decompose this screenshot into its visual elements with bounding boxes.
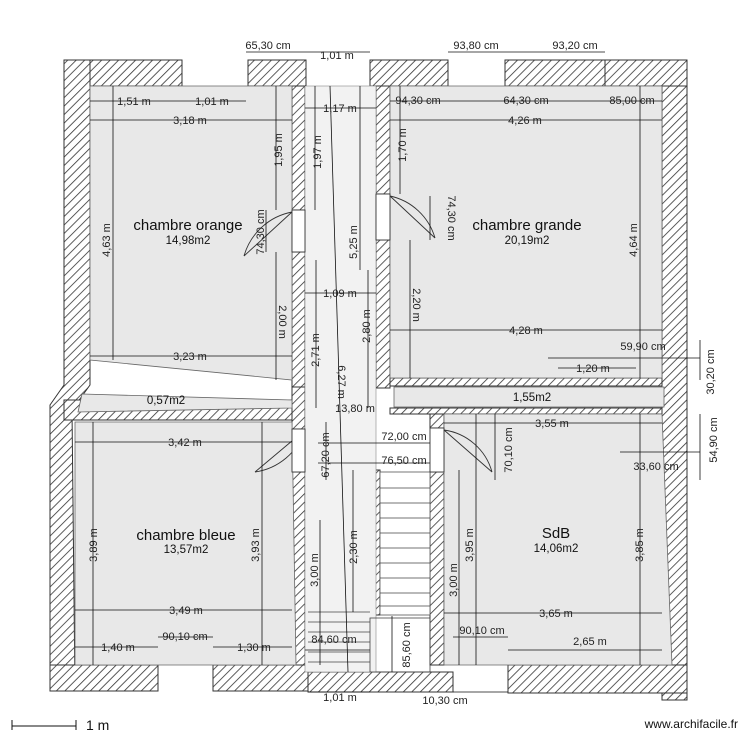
dim-label: 30,20 cm [705, 349, 717, 394]
dimension-labels: 65,30 cm 1,01 m 93,80 cm 93,20 cm 1,51 m… [88, 40, 720, 707]
dim-label: 3,89 m [88, 528, 100, 562]
dim-label: 94,30 cm [395, 95, 440, 107]
room-area-chambre-grande: 20,19m2 [505, 235, 550, 247]
room-name-sdb: SdB [542, 525, 570, 542]
room-area-corridor-east: 1,55m2 [513, 392, 551, 404]
dim-label: 2,80 m [361, 309, 373, 343]
dim-label: 74,30 cm [255, 209, 267, 254]
dim-label: 3,42 m [168, 437, 202, 449]
dim-label: 1,01 m [323, 692, 357, 704]
dim-label: 1,30 m [237, 642, 271, 654]
scale-bar: 1 m [11, 717, 109, 733]
dim-label: 4,63 m [101, 223, 113, 257]
dim-label: 84,60 cm [311, 634, 356, 646]
dim-label: 67,20 cm [320, 432, 332, 477]
dim-label: 65,30 cm [245, 40, 290, 52]
dim-label: 93,80 cm [453, 40, 498, 52]
dim-label: 90,10 cm [459, 625, 504, 637]
dim-label: 85,00 cm [609, 95, 654, 107]
dim-label: 1,09 m [323, 288, 357, 300]
dim-label: 3,18 m [173, 115, 207, 127]
dim-label: 3,93 m [250, 528, 262, 562]
dim-label: 1,40 m [101, 642, 135, 654]
dim-label: 74,30 cm [445, 195, 457, 240]
stairs [308, 487, 431, 673]
room-labels: chambre orange 14,98m2 chambre grande 20… [133, 217, 581, 556]
dim-label: 72,00 cm [381, 431, 426, 443]
dim-label: 70,10 cm [503, 427, 515, 472]
dim-label: 59,90 cm [620, 341, 665, 353]
dim-label: 6,27 m [335, 365, 347, 399]
dim-label: 2,20 m [410, 288, 422, 322]
dim-label: 1,01 m [320, 50, 354, 62]
dim-label: 2,00 m [276, 305, 288, 339]
room-area-chambre-bleue: 13,57m2 [164, 544, 209, 556]
dim-label: 1,17 m [323, 103, 357, 115]
room-floors [74, 85, 673, 673]
dim-label: 3,65 m [539, 608, 573, 620]
doors [243, 193, 493, 473]
dim-label: 1,51 m [117, 96, 151, 108]
dim-label: 13,80 m [335, 403, 375, 415]
dim-label: 1,01 m [195, 96, 229, 108]
dim-label: 3,00 m [448, 563, 460, 597]
room-name-chambre-grande: chambre grande [472, 217, 581, 234]
dim-label: 5,25 m [348, 225, 360, 259]
dim-label: 3,55 m [535, 418, 569, 430]
room-name-chambre-bleue: chambre bleue [136, 527, 235, 544]
dim-label: 1,95 m [273, 133, 285, 167]
dim-label: 4,26 m [508, 115, 542, 127]
dimension-lines [75, 51, 701, 693]
dim-label: 2,65 m [573, 636, 607, 648]
dim-label: 3,95 m [464, 528, 476, 562]
room-area-chambre-orange: 14,98m2 [166, 235, 211, 247]
room-area-corridor-west: 0,57m2 [147, 395, 185, 407]
dim-label: 1,97 m [312, 135, 324, 169]
dim-label: 93,20 cm [552, 40, 597, 52]
dim-label: 76,50 cm [381, 455, 426, 467]
dim-label: 10,30 cm [422, 695, 467, 707]
dim-label: 3,23 m [173, 351, 207, 363]
dim-label: 90,10 cm [162, 631, 207, 643]
dim-label: 2,30 m [348, 530, 360, 564]
dim-label: 4,64 m [628, 223, 640, 257]
dim-label: 3,49 m [169, 605, 203, 617]
dim-label: 1,70 m [397, 128, 409, 162]
dim-label: 2,71 m [310, 333, 322, 367]
dim-label: 85,60 cm [401, 622, 413, 667]
room-area-sdb: 14,06m2 [534, 543, 579, 555]
dim-label: 54,90 cm [708, 417, 720, 462]
dim-label: 3,00 m [309, 553, 321, 587]
dim-label: 1,20 m [576, 363, 610, 375]
scale-label: 1 m [86, 717, 109, 733]
credit-text: www.archifacile.fr [644, 717, 738, 731]
dim-label: 4,28 m [509, 325, 543, 337]
dim-label: 33,60 cm [633, 461, 678, 473]
dim-label: 3,85 m [634, 528, 646, 562]
room-name-chambre-orange: chambre orange [133, 217, 242, 234]
dim-label: 64,30 cm [503, 95, 548, 107]
